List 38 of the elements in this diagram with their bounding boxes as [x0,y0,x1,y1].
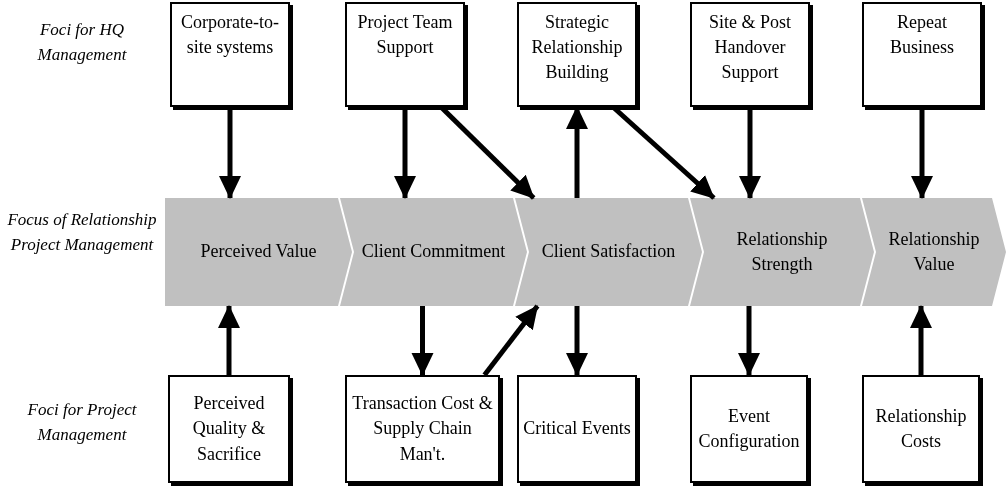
process-box [168,375,290,483]
node-label: Relationship Costs [874,404,968,453]
row-label: Foci for Project Management [26,399,138,446]
process-box [862,375,980,483]
node-label: Event Configuration [697,404,801,453]
arrow [739,107,761,199]
arrow [411,306,434,376]
node-label: Perceived Quality & Sacrifice [191,392,267,466]
node-label: Corporate-to-site systems [180,11,280,60]
process-box [862,2,982,107]
arrow [910,305,932,375]
node-label: Perceived Value [199,240,318,264]
process-box [345,375,500,483]
process-box [345,2,465,107]
row-label: Foci for HQ Management [36,19,128,66]
arrow [482,304,540,377]
node-label: Relationship Strength [735,227,829,276]
arrow [911,107,933,199]
node-label: Client Commitment [360,240,507,264]
node-label: Transaction Cost & Supply Chain Man't. [351,392,494,466]
node-label: Project Team Support [356,11,454,60]
process-box [170,2,290,107]
node-label: Repeat Business [889,11,955,60]
node-label: Critical Events [523,417,631,441]
node-label: Strategic Relationship Building [530,11,624,85]
arrow [394,107,416,199]
arrow [218,305,240,375]
node-label: Relationship Value [887,227,981,276]
row-label: Focus of Relationship Project Management [6,209,158,256]
node-label: Site & Post Handover Support [708,11,792,85]
arrow [219,107,241,199]
process-box [690,375,808,483]
arrow [566,306,588,376]
process-box [517,2,637,107]
process-box [690,2,810,107]
node-label: Client Satisfaction [540,240,677,264]
process-box [517,375,637,483]
arrow [738,306,760,376]
